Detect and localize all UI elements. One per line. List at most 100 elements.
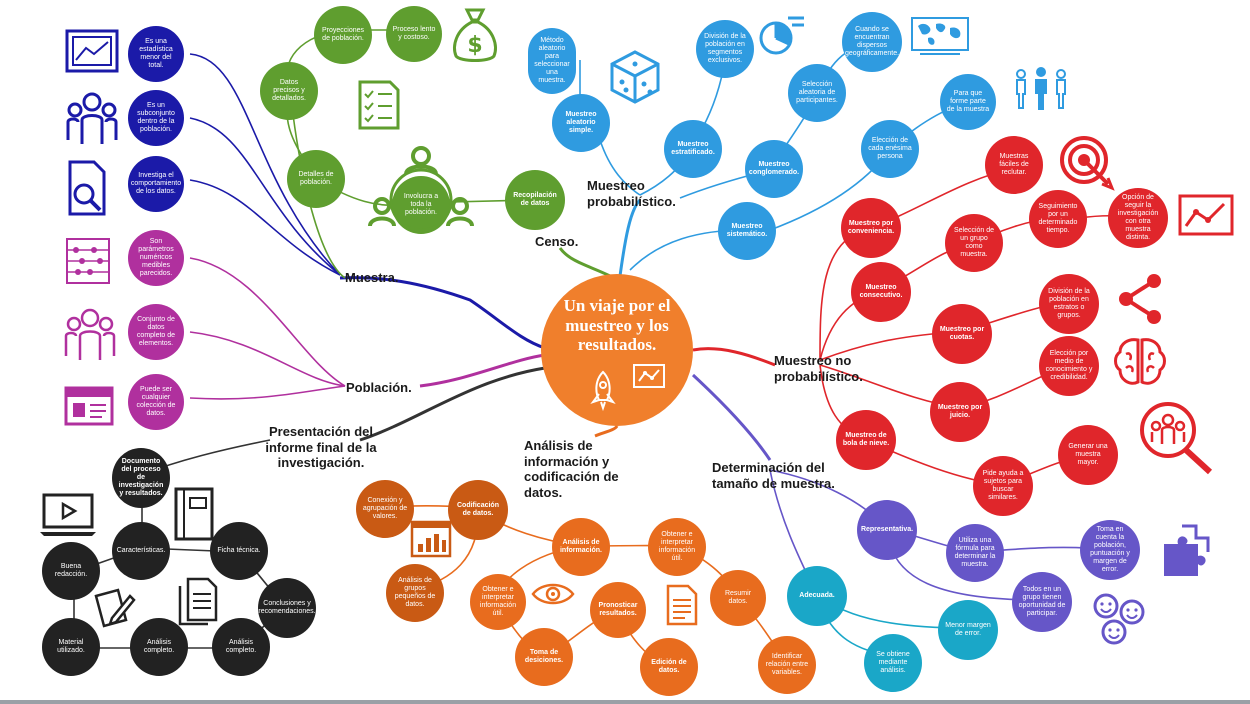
censo-node: Detalles de población. [287, 150, 345, 208]
prob-node: Elección de cada enésima persona [861, 120, 919, 178]
censo-node: Proceso lento y costoso. [386, 6, 442, 62]
noprob-node: Opción de seguir la investigación con ot… [1108, 188, 1168, 248]
branch-probabilistico: Muestreo probabilístico. [587, 178, 676, 209]
noprob-node: Muestras fáciles de reclutar. [985, 136, 1043, 194]
informe-node: Buena redacción. [42, 542, 100, 600]
mini-chart-icon [633, 364, 665, 388]
prob-node: Cuando se encuentran dispersos geográfic… [842, 12, 902, 72]
prob-node: Para que forme parte de la muestra [940, 74, 996, 130]
chart-board-icon [65, 29, 119, 73]
puzzle-icon [1164, 524, 1210, 576]
noprob-node: Seguimiento por un determinado tiempo. [1029, 190, 1087, 248]
branch-poblacion: Población. [346, 380, 412, 395]
center-topic: Un viaje por el muestreo y los resultado… [541, 274, 693, 426]
branch-analisis: Análisis de información y codificación d… [524, 438, 619, 500]
prob-node: Método aleatorio para seleccionar una mu… [528, 28, 576, 94]
center-title: Un viaje por el muestreo y los resultado… [563, 296, 671, 355]
target-icon [1060, 136, 1115, 191]
noprob-node: Muestreo por juicio. [930, 382, 990, 442]
noprob-node: Generar una muestra mayor. [1058, 425, 1118, 485]
analisis-node: Identificar relación entre variables. [758, 636, 816, 694]
share-icon [1119, 274, 1161, 324]
standing-people-icon [1016, 67, 1066, 110]
tamano-node: Todos en un grupo tienen oportunidad de … [1012, 572, 1072, 632]
prob-node: División de la población en segmentos ex… [696, 20, 754, 78]
rocket-icon [590, 370, 616, 412]
tamano-node: Utiliza una fórmula para determinar la m… [946, 524, 1004, 582]
bottom-border [0, 700, 1250, 704]
analisis-node: Toma de desiciones. [515, 628, 573, 686]
prob-node: Muestreo aleatorio simple. [552, 94, 610, 152]
noprob-node: Muestreo consecutivo. [851, 262, 911, 322]
presentation-icon [64, 386, 114, 426]
analisis-node: Análisis de grupos pequeños de datos. [386, 564, 444, 622]
noprob-node: Selección de un grupo como muestra. [945, 214, 1003, 272]
informe-node: Análisis completo. [130, 618, 188, 676]
branch-muestra: Muestra. [345, 270, 399, 285]
document-search-icon [68, 160, 106, 216]
abacus-icon [66, 238, 110, 284]
tamano-node: Menor margen de error. [938, 600, 998, 660]
files-icon [178, 577, 218, 626]
noprob-node: División de la población en estratos o g… [1039, 274, 1099, 334]
censo-node: Recopilación de datos [505, 170, 565, 230]
tamano-node: Adecuada. [787, 566, 847, 626]
prob-node: Muestreo estratificado. [664, 120, 722, 178]
tamano-node: Toma en cuenta la población, puntuación … [1080, 520, 1140, 580]
poblacion-node: Conjunto de datos completo de elementos. [128, 304, 184, 360]
informe-node: Material utilizado. [42, 618, 100, 676]
muestra-node: Es un subconjunto dentro de la población… [128, 90, 184, 146]
tamano-node: Se obtiene mediante análisis. [864, 634, 922, 692]
brain-icon [1114, 338, 1166, 385]
tamano-node: Representativa. [857, 500, 917, 560]
dice-icon [610, 50, 660, 104]
informe-node: Documento del proceso de investigación y… [112, 448, 170, 508]
muestra-node: Es una estadística menor del total. [128, 26, 184, 82]
branch-censo: Censo. [535, 234, 579, 249]
eye-icon [531, 583, 575, 605]
branch-presentacion: Presentación del informe final de la inv… [265, 424, 377, 471]
analisis-node: Codificación de datos. [448, 480, 508, 540]
money-bag-icon: $ [453, 8, 497, 62]
informe-node: Análisis completo. [212, 618, 270, 676]
muestra-node: Son parámetros numéricos medibles pareci… [128, 230, 184, 286]
censo-node: Proyecciones de población. [314, 6, 372, 64]
noprob-node: Muestreo por conveniencia. [841, 198, 901, 258]
prob-node: Muestreo conglomerado. [745, 140, 803, 198]
prob-node: Selección aleatoria de participantes. [788, 64, 846, 122]
informe-node: Ficha técnica. [210, 522, 268, 580]
magnifier-people-icon [1140, 402, 1213, 475]
noprob-node: Pide ayuda a sujetos para buscar similar… [973, 456, 1033, 516]
noprob-node: Muestreo de bola de nieve. [836, 410, 896, 470]
bar-chart-icon [410, 520, 452, 558]
line-chart-icon [1178, 194, 1234, 236]
noprob-node: Muestreo por cuotas. [932, 304, 992, 364]
analisis-node: Obtener e interpretar información útil. [470, 574, 526, 630]
analisis-node: Análisis de información. [552, 518, 610, 576]
analisis-node: Pronosticar resultados. [590, 582, 646, 638]
analisis-node: Edición de datos. [640, 638, 698, 696]
analisis-node: Conexión y agrupación de valores. [356, 480, 414, 538]
pie-chart-icon [759, 16, 804, 55]
people-network-icon [368, 146, 474, 232]
people-icon [64, 308, 116, 360]
branch-no-probabilistico: Muestreo no probabilístico. [774, 353, 863, 384]
checklist-icon [358, 80, 400, 130]
people-group-icon [66, 92, 118, 144]
muestra-node: Investiga el comportamiento de los datos… [128, 156, 184, 212]
branch-tamano: Determinación del tamaño de muestra. [712, 460, 835, 491]
analisis-node: Resumir datos. [710, 570, 766, 626]
censo-node: Datos precisos y detallados. [260, 62, 318, 120]
prob-node: Muestreo sistemático. [718, 202, 776, 260]
pencil-paper-icon [94, 588, 136, 628]
noprob-node: Elección por medio de conocimiento y cre… [1039, 336, 1099, 396]
poblacion-node: Puede ser cualquier colección de datos. [128, 374, 184, 430]
video-laptop-icon [40, 493, 96, 536]
document-icon [666, 584, 698, 626]
analisis-node: Obtener e interpretar información útil. [648, 518, 706, 576]
svg-text:$: $ [467, 33, 482, 58]
notebook-icon [174, 487, 214, 541]
world-map-icon [911, 17, 969, 55]
smiley-group-icon [1093, 593, 1145, 645]
